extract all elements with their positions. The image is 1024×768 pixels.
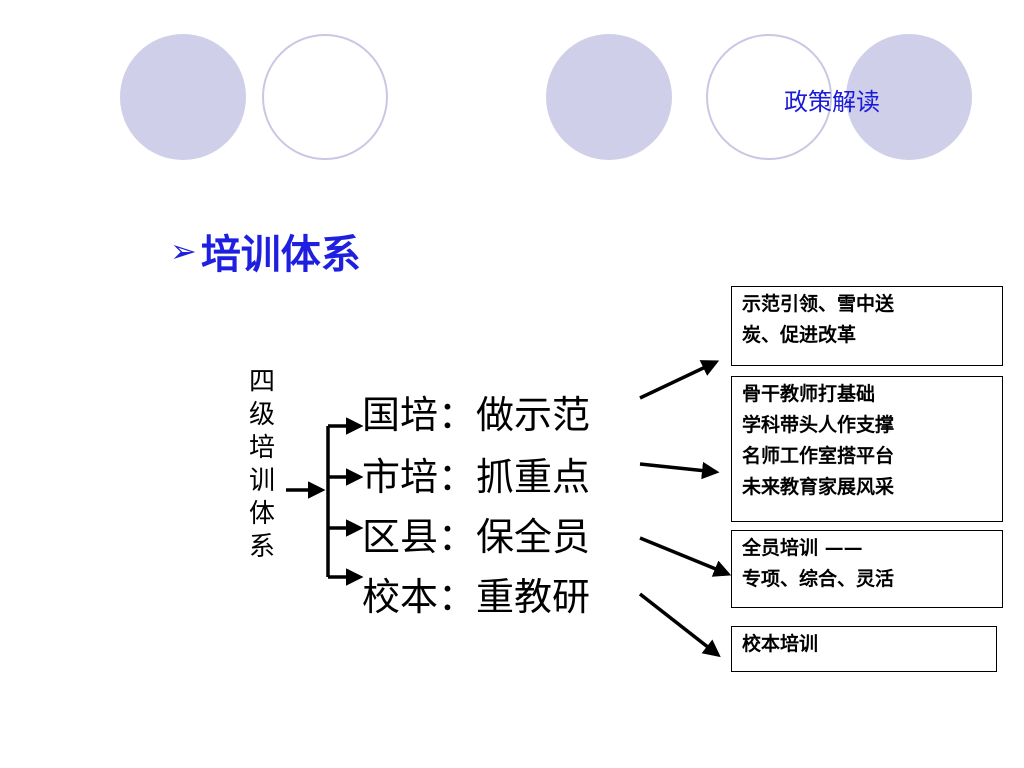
- title-bullet-icon: ➢: [170, 232, 197, 270]
- decor-circle-2: [262, 34, 388, 160]
- level-national: 国培：做示范: [362, 393, 591, 437]
- vertical-label-char: 体: [248, 499, 275, 529]
- arrow-to-box-1: [639, 360, 720, 400]
- box-line: 全员培训 ——: [742, 537, 863, 559]
- level-district: 区县：保全员: [362, 515, 591, 559]
- box-national: 示范引领、雪中送 炭、促进改革: [731, 286, 1003, 366]
- level-school: 校本：重教研: [362, 575, 591, 619]
- box-line: 骨干教师打基础: [742, 383, 876, 405]
- decor-circle-4: [706, 34, 832, 160]
- box-line: 名师工作室搭平台: [742, 445, 895, 467]
- vertical-label-char: 四: [248, 367, 275, 397]
- vertical-label-char: 系: [248, 532, 275, 562]
- title-text: 培训体系: [200, 232, 361, 278]
- vertical-label-char: 级: [248, 400, 275, 430]
- box-line: 未来教育家展风采: [742, 476, 895, 498]
- box-line: 校本培训: [742, 633, 819, 655]
- vertical-label-char: 培: [248, 433, 275, 463]
- box-city: 骨干教师打基础 学科带头人作支撑 名师工作室搭平台 未来教育家展风采: [731, 376, 1003, 522]
- box-line: 炭、促进改革: [742, 324, 857, 346]
- box-school: 校本培训: [731, 626, 997, 672]
- arrow-to-box-3: [639, 536, 732, 577]
- box-line: 示范引领、雪中送: [742, 293, 895, 315]
- decor-circle-5: [846, 34, 972, 160]
- level-city: 市培：抓重点: [362, 455, 591, 499]
- page-title: ➢ 培训体系: [170, 222, 361, 280]
- header-label: 政策解读: [784, 88, 880, 116]
- decor-circle-3: [546, 34, 672, 160]
- box-line: 学科带头人作支撑: [742, 414, 895, 436]
- box-line: 专项、综合、灵活: [742, 568, 895, 590]
- arrow-to-box-2: [639, 461, 720, 480]
- vertical-label: 四 级 培 训 体 系: [244, 366, 280, 564]
- arrow-to-box-4: [638, 592, 721, 658]
- vertical-label-char: 训: [248, 466, 275, 496]
- decor-circle-1: [120, 34, 246, 160]
- box-district: 全员培训 —— 专项、综合、灵活: [731, 530, 1003, 608]
